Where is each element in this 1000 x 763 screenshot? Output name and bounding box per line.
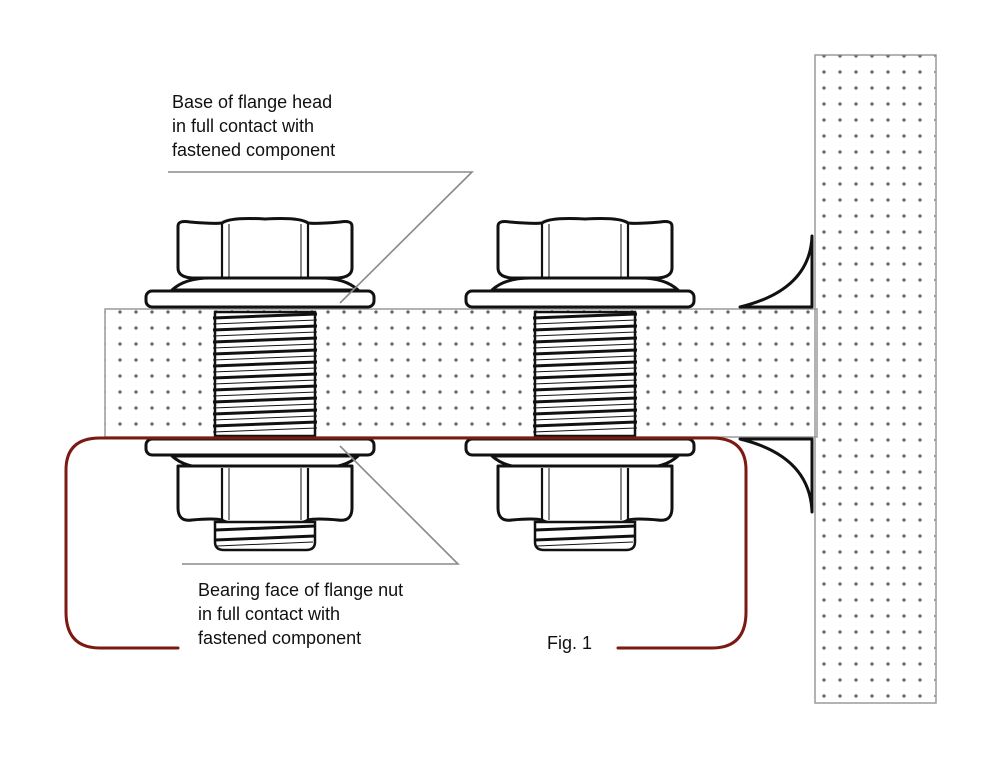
flange-nut-label: Bearing face of flange nut in full conta…	[198, 580, 404, 648]
leader-line-bottom	[182, 445, 460, 565]
bolt-tail	[213, 520, 317, 552]
horizontal-plate	[104, 308, 818, 438]
flange-bolt-head	[144, 217, 376, 309]
grouping-bracket	[64, 436, 748, 650]
flange-head-label: Base of flange head in full contact with…	[172, 92, 336, 160]
vertical-plate	[814, 54, 937, 704]
flange-nut	[144, 437, 376, 526]
figure-caption: Fig. 1	[547, 633, 593, 653]
leader-line-top	[168, 171, 474, 304]
weld-fillet-bottom	[738, 437, 814, 514]
bolt-thread	[212, 310, 318, 438]
weld-fillet-top	[738, 234, 814, 309]
